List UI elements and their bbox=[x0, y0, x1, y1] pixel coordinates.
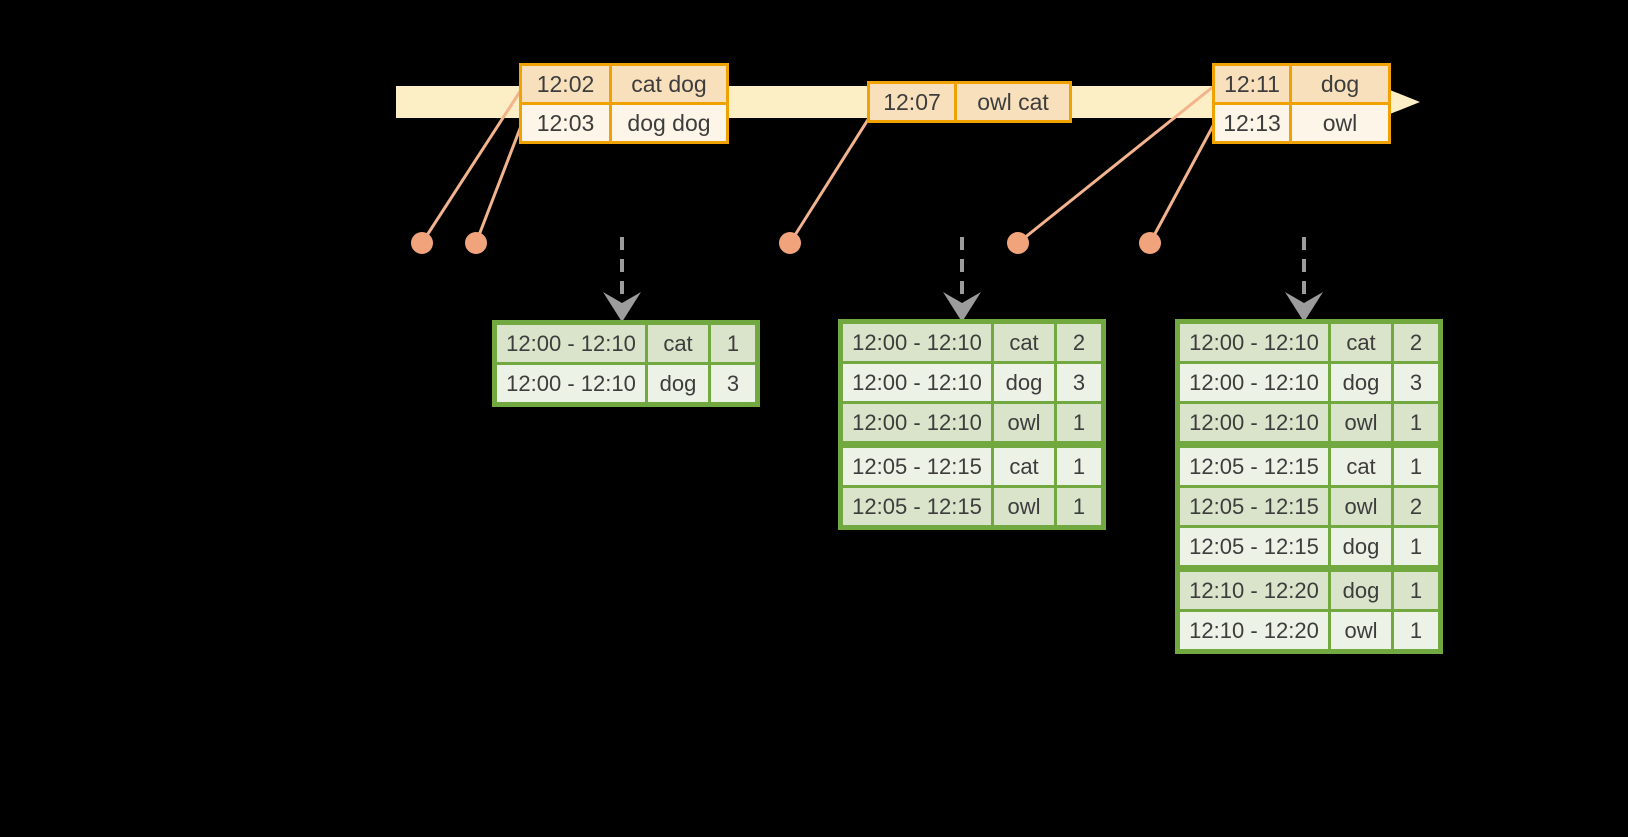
table-cell: 2 bbox=[1391, 485, 1442, 528]
event-dot bbox=[411, 232, 433, 254]
table-cell: 12:00 - 12:10 bbox=[839, 361, 994, 404]
table-cell: cat bbox=[991, 320, 1057, 364]
table-cell: 12:05 - 12:15 bbox=[839, 441, 994, 488]
table-cell: dog bbox=[1328, 525, 1394, 570]
table-cell: 12:13 bbox=[1212, 102, 1292, 144]
table-cell: 1 bbox=[1391, 441, 1442, 488]
table-cell: 12:07 bbox=[867, 81, 957, 123]
table-cell: owl bbox=[1328, 401, 1394, 446]
table-cell: 1 bbox=[1391, 525, 1442, 570]
table-cell: 1 bbox=[1054, 485, 1105, 529]
table-cell: 12:10 - 12:20 bbox=[1176, 565, 1331, 612]
trigger-arrow-icon bbox=[943, 237, 981, 322]
table-cell: 12:00 - 12:10 bbox=[493, 362, 648, 406]
table-cell: cat dog bbox=[609, 63, 729, 105]
table-cell: 12:00 - 12:10 bbox=[839, 401, 994, 446]
table-cell: 12:00 - 12:10 bbox=[1176, 361, 1331, 404]
table-cell: 2 bbox=[1391, 320, 1442, 364]
table-cell: owl bbox=[1328, 485, 1394, 528]
trigger-arrow-icon bbox=[1285, 237, 1323, 322]
table-cell: 12:00 - 12:10 bbox=[493, 321, 648, 365]
table-cell: 12:02 bbox=[519, 63, 612, 105]
table-cell: cat bbox=[1328, 320, 1394, 364]
table-cell: dog dog bbox=[609, 102, 729, 144]
table-cell: dog bbox=[1289, 63, 1391, 105]
table-cell: 12:00 - 12:10 bbox=[1176, 401, 1331, 446]
table-cell: 1 bbox=[1391, 565, 1442, 612]
table-cell: 12:11 bbox=[1212, 63, 1292, 105]
table-cell: owl bbox=[1328, 609, 1394, 653]
table-cell: 12:00 - 12:10 bbox=[839, 320, 994, 364]
table-cell: dog bbox=[645, 362, 711, 406]
table-cell: dog bbox=[991, 361, 1057, 404]
table-cell: owl bbox=[1289, 102, 1391, 144]
table-cell: owl cat bbox=[954, 81, 1072, 123]
table-cell: 1 bbox=[1391, 401, 1442, 446]
table-cell: 12:05 - 12:15 bbox=[1176, 441, 1331, 488]
table-cell: 3 bbox=[708, 362, 759, 406]
event-dot bbox=[779, 232, 801, 254]
event-connector-lines bbox=[420, 84, 1216, 245]
table-cell: 12:10 - 12:20 bbox=[1176, 609, 1331, 653]
table-cell: 12:03 bbox=[519, 102, 612, 144]
event-dots bbox=[411, 232, 1161, 254]
table-cell: 3 bbox=[1054, 361, 1105, 404]
table-cell: 3 bbox=[1391, 361, 1442, 404]
event-dot bbox=[1007, 232, 1029, 254]
table-cell: cat bbox=[1328, 441, 1394, 488]
table-cell: 2 bbox=[1054, 320, 1105, 364]
event-dot bbox=[1139, 232, 1161, 254]
table-cell: cat bbox=[991, 441, 1057, 488]
trigger-arrows bbox=[603, 237, 1323, 322]
table-cell: owl bbox=[991, 401, 1057, 446]
table-cell: 1 bbox=[708, 321, 759, 365]
trigger-arrow-icon bbox=[603, 237, 641, 322]
table-cell: owl bbox=[991, 485, 1057, 529]
table-cell: 1 bbox=[1391, 609, 1442, 653]
table-cell: 12:05 - 12:15 bbox=[839, 485, 994, 529]
table-cell: 1 bbox=[1054, 401, 1105, 446]
table-cell: 12:05 - 12:15 bbox=[1176, 485, 1331, 528]
event-dot bbox=[465, 232, 487, 254]
table-cell: dog bbox=[1328, 565, 1394, 612]
table-cell: dog bbox=[1328, 361, 1394, 404]
table-cell: cat bbox=[645, 321, 711, 365]
table-cell: 12:05 - 12:15 bbox=[1176, 525, 1331, 570]
table-cell: 1 bbox=[1054, 441, 1105, 488]
table-cell: 12:00 - 12:10 bbox=[1176, 320, 1331, 364]
